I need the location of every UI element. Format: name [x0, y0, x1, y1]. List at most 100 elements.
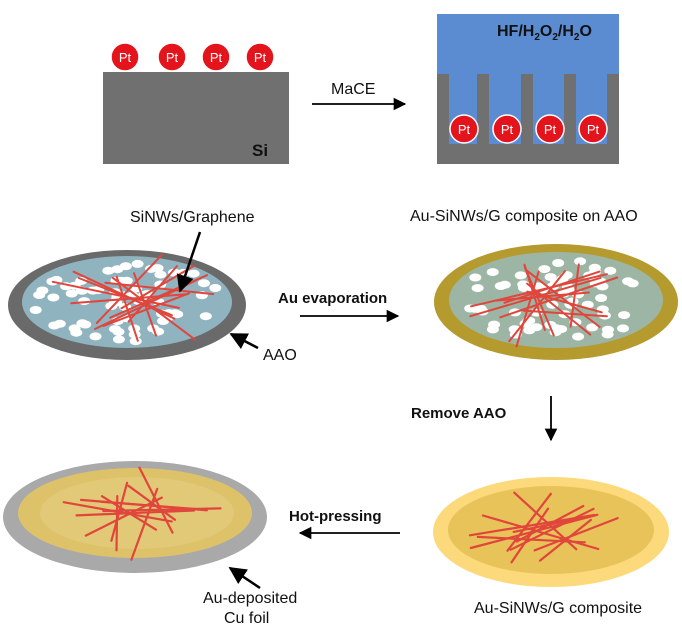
pore [29, 306, 42, 314]
pore [538, 265, 551, 274]
pt-label: Pt [119, 50, 132, 65]
pore [119, 262, 132, 271]
sinws-graphene-pointer [176, 231, 202, 293]
silicon-pillar [564, 74, 576, 164]
pore [48, 321, 61, 330]
pore [586, 323, 599, 332]
pt-particle-body [157, 42, 187, 72]
pt-particle: Pt [492, 114, 522, 144]
nanowire [130, 487, 159, 561]
nanowire [495, 291, 590, 302]
pore [65, 289, 78, 298]
pore [622, 277, 635, 286]
pore [544, 273, 557, 282]
pore [47, 293, 60, 302]
pore [76, 319, 89, 328]
pt-particle: Pt [110, 42, 140, 72]
pt-particle: Pt [578, 114, 608, 144]
pore [555, 325, 568, 334]
pt-particle-body [201, 42, 231, 72]
etchant-sub2: 2 [552, 32, 558, 43]
pore [486, 325, 499, 334]
mace-step: MaCE [312, 81, 407, 111]
pore [68, 324, 81, 333]
pore [145, 264, 158, 273]
pore [36, 286, 49, 295]
silicon-base [437, 144, 619, 164]
nanowire [515, 270, 540, 348]
pt-particle: Pt [449, 114, 479, 144]
pore [129, 337, 142, 346]
pt-label: Pt [458, 122, 471, 137]
au-evaporation-step: Au evaporation [278, 290, 400, 323]
nanowire [77, 277, 173, 317]
mace-label: MaCE [331, 81, 375, 98]
nanowire [476, 535, 586, 544]
silicon-pillar [437, 74, 449, 164]
sinws-graphene-callout: SiNWs/Graphene [130, 209, 255, 293]
nanowire [523, 265, 555, 337]
pt-particle-body [110, 42, 140, 72]
cu-foil-pointer [228, 566, 261, 590]
remove-aao-step: Remove AAO [411, 396, 558, 442]
nanowire [75, 509, 196, 517]
au-evaporation-label: Au evaporation [278, 290, 387, 307]
pore [617, 324, 629, 333]
pore [89, 332, 102, 341]
nanowire [508, 270, 566, 343]
nanowire [509, 507, 595, 551]
nanowire [51, 280, 180, 309]
etchant-part2: O [540, 23, 552, 40]
silicon-pillar [607, 74, 619, 164]
pore [112, 327, 125, 336]
pore [604, 266, 617, 275]
pt-particle: Pt [157, 42, 187, 72]
nanowire [469, 276, 602, 318]
pore [498, 280, 511, 289]
nanowire [62, 501, 173, 523]
pore [209, 284, 222, 292]
pt-particle: Pt [245, 42, 275, 72]
pore [187, 269, 200, 278]
nanowire [513, 491, 578, 551]
pore [595, 294, 608, 302]
nanowire [533, 516, 619, 552]
nanowire [526, 282, 592, 336]
si-substrate [103, 72, 289, 164]
nanowire [102, 507, 222, 513]
nanowire [481, 514, 600, 551]
pore [514, 271, 527, 280]
hot-pressing-label: Hot-pressing [289, 508, 382, 525]
cu-foil-callout: Au-deposited Cu foil [203, 566, 297, 627]
pt-label: Pt [501, 122, 514, 137]
nanowire [506, 492, 552, 552]
aao-pointer [229, 332, 259, 350]
aao-label: AAO [263, 347, 297, 364]
pt-particle: Pt [201, 42, 231, 72]
pore [601, 330, 614, 339]
remove-aao-label: Remove AAO [411, 405, 507, 422]
cu-foil-label-line1: Au-deposited [203, 590, 297, 607]
silicon-pillar [477, 74, 489, 164]
nanowire [499, 276, 619, 319]
pore [469, 273, 482, 282]
pore [112, 335, 125, 344]
etchant-sub3: 2 [574, 32, 580, 43]
pt-particle-body [245, 42, 275, 72]
pore [523, 326, 536, 335]
cu-foil-label-line2: Cu foil [224, 610, 269, 627]
pore [618, 311, 631, 320]
pt-particle-body [535, 114, 565, 144]
nanowire [115, 275, 139, 342]
etchant-part1: HF/H [497, 23, 534, 40]
nanowire [470, 273, 608, 308]
pore [471, 284, 484, 293]
nanowire [569, 263, 580, 328]
sinws-graphene-label: SiNWs/Graphene [130, 209, 255, 226]
pore [199, 312, 212, 321]
nanowire [510, 507, 550, 564]
hot-pressing-step: Hot-pressing [289, 508, 400, 540]
